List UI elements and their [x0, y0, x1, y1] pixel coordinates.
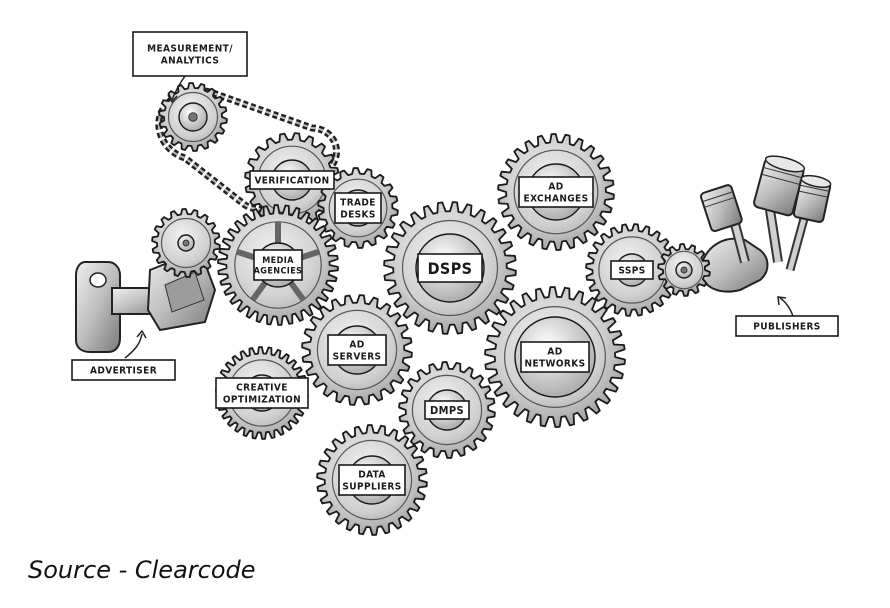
gear-label-dmps-box — [424, 400, 470, 420]
gear-advertiser-gear-rim — [160, 217, 212, 269]
gear-ad-servers-rim — [316, 309, 398, 391]
gear-label-media-agencies-box — [253, 249, 303, 281]
gear-label-ssps: SSPS — [610, 260, 654, 280]
gear-label-creative-optimization-box — [215, 377, 309, 409]
gear-label-dsps-line-1: DSPS — [428, 259, 473, 278]
gear-label-ad-servers-box — [327, 334, 387, 366]
gear-label-data-suppliers-box — [338, 464, 406, 496]
callout-arrows — [124, 75, 794, 359]
gear-label-trade-desks-line-2: DESKS — [340, 210, 376, 221]
gear-label-trade-desks-box — [334, 192, 382, 224]
gear-label-media-agencies-line-2: AGENCIES — [254, 267, 303, 277]
callout-advertiser: ADVERTISER — [71, 359, 176, 381]
gear-trade-desks-rim — [328, 178, 388, 238]
gear-label-verification-box — [249, 170, 335, 190]
gear-label-data-suppliers-line-1: DATA — [358, 470, 386, 481]
callout-advertiser-box — [71, 359, 176, 381]
gear-label-verification-line-1: VERIFICATION — [254, 176, 329, 187]
gear-label-verification: VERIFICATION — [249, 170, 335, 190]
source-caption: Source - Clearcode — [28, 556, 256, 584]
callout-advertiser-line-1: ADVERTISER — [90, 366, 157, 377]
gear-ad-networks-rim — [504, 306, 607, 409]
callout-measurement-analytics-line-1: MEASUREMENT/ — [147, 44, 233, 55]
gear-layer — [151, 82, 711, 536]
callout-measurement-analytics-line-2: ANALYTICS — [161, 56, 220, 67]
gear-dmps-rim — [411, 374, 483, 446]
gear-label-ad-networks-line-2: NETWORKS — [525, 359, 586, 370]
gear-label-ad-exchanges-line-2: EXCHANGES — [524, 194, 589, 205]
gear-label-ad-exchanges-box — [518, 176, 594, 208]
gear-label-dsps-box — [417, 253, 483, 283]
gear-label-ssps-line-1: SSPS — [618, 266, 645, 277]
gear-measurement-axle — [188, 112, 198, 122]
gear-ssp-small — [657, 243, 711, 297]
callout-measurement-analytics: MEASUREMENT/ANALYTICS — [132, 31, 248, 77]
gear-label-dmps-line-1: DMPS — [430, 404, 464, 417]
gear-label-data-suppliers-line-2: SUPPLIERS — [342, 482, 401, 493]
callout-publishers-box — [735, 315, 839, 337]
callout-publishers-line-1: PUBLISHERS — [753, 322, 820, 333]
gear-data-suppliers-rim — [331, 439, 413, 521]
gear-dsps-rim — [401, 219, 499, 317]
gear-label-ssps-box — [610, 260, 654, 280]
gear-label-creative-optimization-line-1: CREATIVE — [236, 383, 288, 394]
gear-label-ad-servers-line-1: AD — [349, 340, 364, 351]
callout-measurement-analytics-box — [132, 31, 248, 77]
gear-label-ad-exchanges-line-1: AD — [548, 182, 563, 193]
publishers-pistons — [698, 155, 832, 293]
gear-advertiser-gear — [151, 208, 221, 278]
gear-measurement-rim — [167, 91, 219, 143]
gear-label-ad-servers-line-2: SERVERS — [333, 352, 382, 363]
gear-label-dmps: DMPS — [424, 400, 470, 420]
gear-label-dsps: DSPS — [417, 253, 483, 283]
gear-ad-exchanges-rim — [513, 149, 599, 235]
gear-measurement — [158, 82, 228, 152]
gear-label-ad-networks-line-1: AD — [547, 347, 562, 358]
advertiser-crank — [75, 248, 217, 353]
gear-label-ad-networks-box — [520, 341, 590, 373]
gear-advertiser-gear-axle — [182, 239, 190, 247]
gear-label-media-agencies-line-1: MEDIA — [262, 256, 294, 266]
gear-label-creative-optimization-line-2: OPTIMIZATION — [223, 395, 301, 406]
gear-ssp-small-rim — [664, 250, 704, 290]
callout-publishers: PUBLISHERS — [735, 315, 839, 337]
gear-ssp-small-axle — [680, 266, 688, 274]
gear-label-trade-desks-line-1: TRADE — [340, 198, 376, 209]
